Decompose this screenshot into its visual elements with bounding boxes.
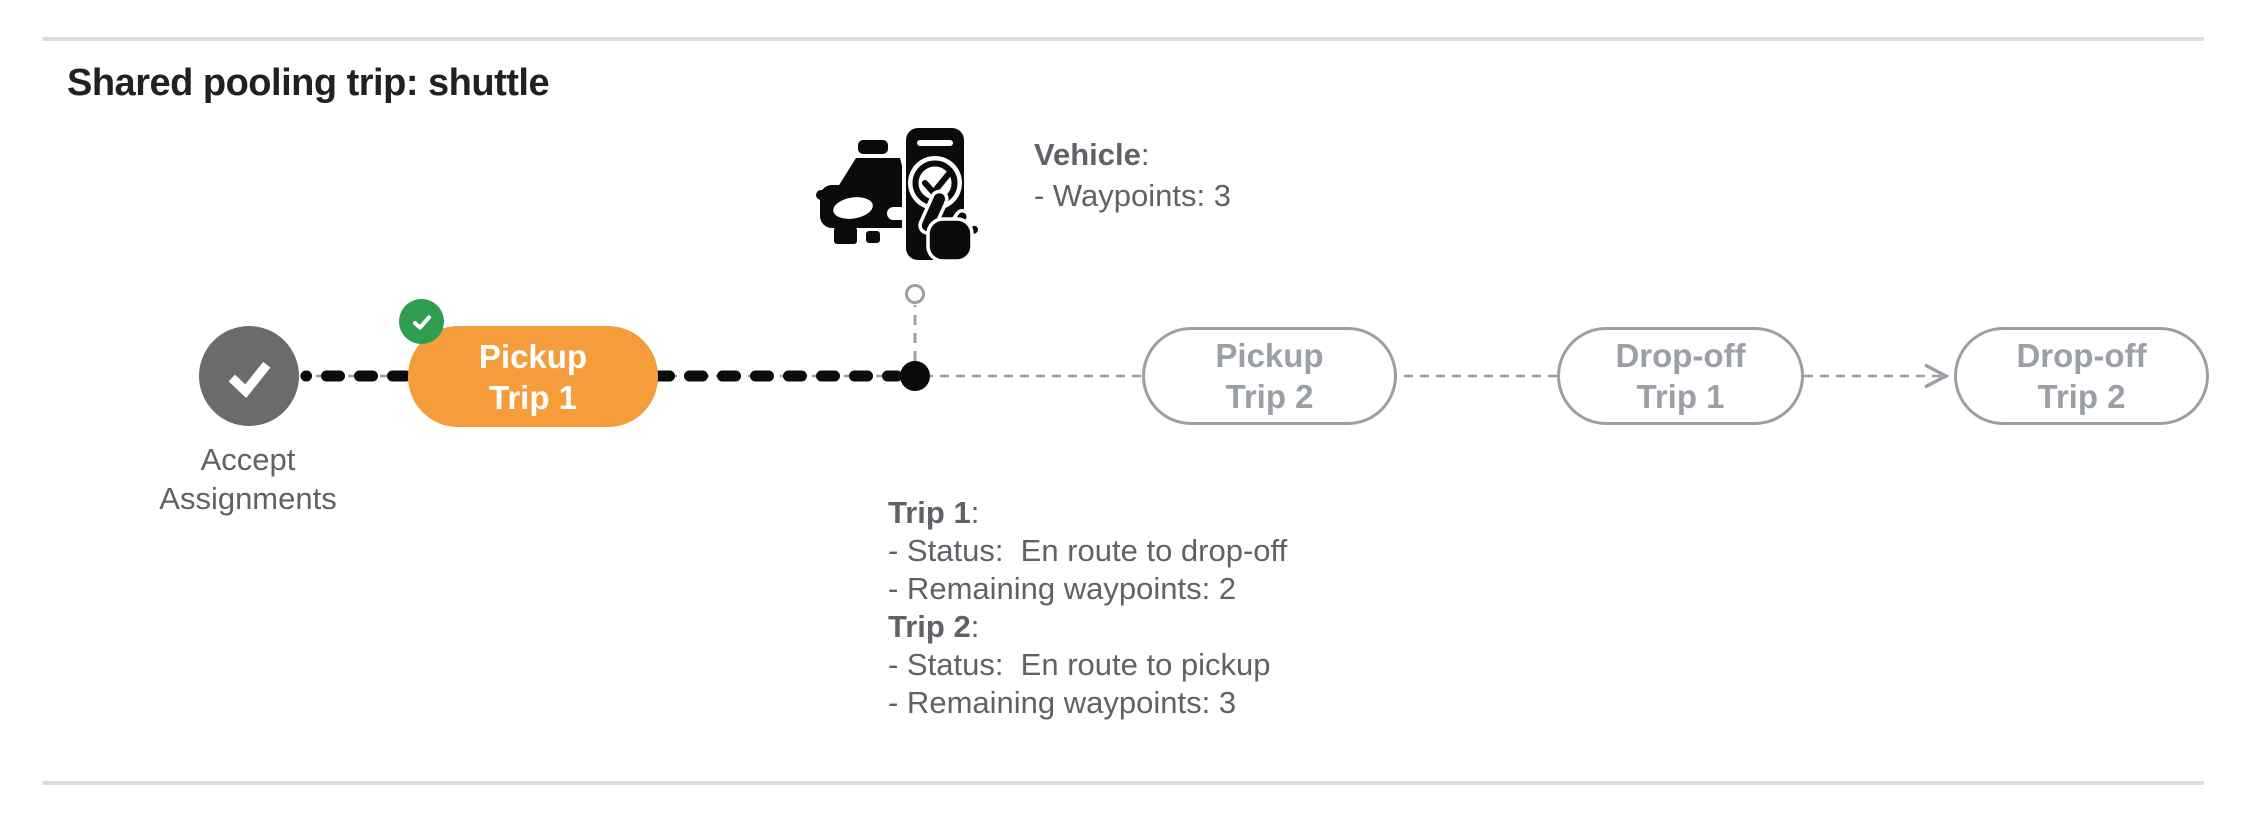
completed-check-badge [399, 299, 444, 344]
checkmark-icon [412, 314, 431, 330]
vehicle-position-dot [900, 361, 930, 391]
timeline-node-pickup-trip-1: Pickup Trip 1 [408, 326, 658, 427]
trip1-heading: Trip 1: [888, 495, 980, 530]
node-label-line1: Pickup [478, 337, 588, 375]
vehicle-phone-checkmark-icon [816, 124, 982, 264]
node-label-line1: Pickup [1215, 337, 1324, 374]
node-label-line2: Trip 2 [2037, 378, 2126, 415]
timeline-node-dropoff-trip-2: Drop-off Trip 2 [1954, 327, 2209, 425]
right-arrowhead-icon [1924, 363, 1950, 389]
trip2-remaining-line: - Remaining waypoints: 3 [888, 685, 1237, 720]
page-title: Shared pooling trip: shuttle [67, 62, 550, 104]
node-label-line2: Trip 1 [1636, 378, 1725, 415]
timeline-node-pickup-trip-2: Pickup Trip 2 [1142, 327, 1397, 425]
checkmark-icon [228, 361, 271, 398]
trip-status-panel: Trip 1: - Status: En route to drop-off -… [888, 494, 1287, 722]
node-label-line2: Trip 2 [1225, 378, 1314, 415]
node-label-line2: Trip 1 [488, 378, 578, 416]
vehicle-anchor-circle [905, 284, 925, 304]
timeline-node-accept-assignments [199, 326, 299, 426]
trip1-status-line: - Status: En route to drop-off [888, 533, 1288, 568]
accept-assignments-label: Accept Assignments [159, 442, 337, 516]
trip2-heading: Trip 2: [888, 609, 980, 644]
node-label-line1: Drop-off [2016, 337, 2147, 374]
trip2-status-line: - Status: En route to pickup [888, 647, 1271, 682]
vehicle-info-heading: Vehicle: [1034, 137, 1150, 172]
vehicle-info-panel: Vehicle: - Waypoints: 3 [1034, 134, 1231, 216]
top-divider [42, 37, 2204, 41]
vehicle-waypoints-line: - Waypoints: 3 [1034, 178, 1231, 213]
trip1-remaining-line: - Remaining waypoints: 2 [888, 571, 1237, 606]
bottom-divider [42, 781, 2204, 785]
timeline-node-dropoff-trip-1: Drop-off Trip 1 [1557, 327, 1804, 425]
node-label-line1: Drop-off [1615, 337, 1746, 374]
